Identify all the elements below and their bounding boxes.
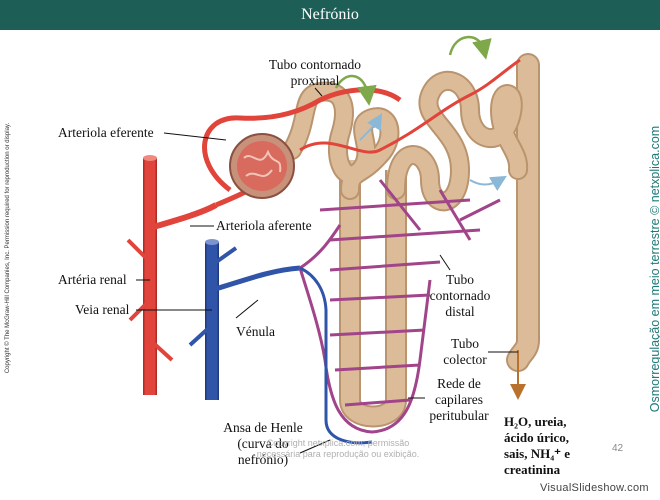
product-line4: creatinina (504, 462, 561, 477)
watermark: Copyright netxplica.com; permissão neces… (238, 438, 438, 460)
page-number: 42 (612, 443, 624, 454)
product-line2: ácido úrico, (504, 430, 569, 445)
vertical-title: Osmorregulação em meio terrestre © netxp… (648, 125, 660, 413)
label-rede-capilares: Rede de capilares peritubular (418, 376, 500, 424)
watermark-line2: necessária para reprodução ou exibição. (256, 449, 420, 459)
copyright-vertical: Copyright © The McGraw-Hill Companies, I… (5, 122, 11, 374)
label-tubo-contornado-proximal: Tubo contornado proximal (255, 57, 375, 89)
label-ansa-line3: nefrónio) (237, 452, 289, 467)
slide-title: Nefrónio (301, 6, 359, 23)
peritubular-capillaries (298, 179, 501, 434)
label-veia-renal: Veia renal (75, 302, 130, 317)
label-tubo-colector: Tubo colector (430, 336, 500, 368)
product-line3: sais, NH₄⁺ e (504, 446, 571, 461)
proximal-tubule (282, 81, 400, 200)
label-ansa-de-henle: Ansa de Henle (curva do nefrónio) (208, 420, 318, 468)
label-tubo-contornado-distal: Tubo contornado distal (420, 272, 500, 320)
renal-artery (126, 155, 218, 395)
glomerulus (229, 133, 295, 199)
label-distal-line1: Tubo (445, 272, 475, 287)
product-line1: H₂O, ureia, (504, 414, 567, 429)
watermark-line1: Copyright netxplica.com; permissão (266, 438, 410, 448)
label-rede-line3: peritubular (429, 408, 489, 423)
renal-vein (188, 239, 301, 400)
label-arteriola-aferente: Arteriola aferente (216, 218, 312, 233)
label-rede-line2: capilares (435, 392, 483, 407)
brand-footer[interactable]: VisualSlideshow.com (540, 482, 649, 494)
label-excreted-products: H₂O, ureia, ácido úrico, sais, NH₄⁺ e cr… (504, 414, 570, 478)
label-colector-line1: Tubo (450, 336, 480, 351)
distal-tubule (386, 70, 529, 212)
collecting-duct (506, 53, 540, 400)
label-ansa-line1: Ansa de Henle (223, 420, 303, 435)
label-venula: Vénula (236, 324, 275, 339)
slide-title-bar: Nefrónio (0, 0, 660, 30)
label-tubo-contornado-proximal-line1: Tubo contornado (268, 57, 362, 72)
label-distal-line3: distal (445, 304, 475, 319)
leader-lines (136, 87, 518, 454)
label-distal-line2: contornado (429, 288, 491, 303)
label-rede-line1: Rede de (437, 376, 481, 391)
venous-capillaries (299, 266, 373, 445)
label-colector-line2: colector (443, 352, 487, 367)
label-ansa-line2: (curva do (237, 436, 289, 451)
flow-arrows (334, 35, 507, 191)
loop-of-henle (339, 160, 407, 428)
label-arteria-renal: Artéria renal (58, 272, 127, 287)
label-arteriola-eferente: Arteriola eferente (58, 125, 154, 140)
label-tubo-contornado-proximal-line2: proximal (290, 73, 340, 88)
